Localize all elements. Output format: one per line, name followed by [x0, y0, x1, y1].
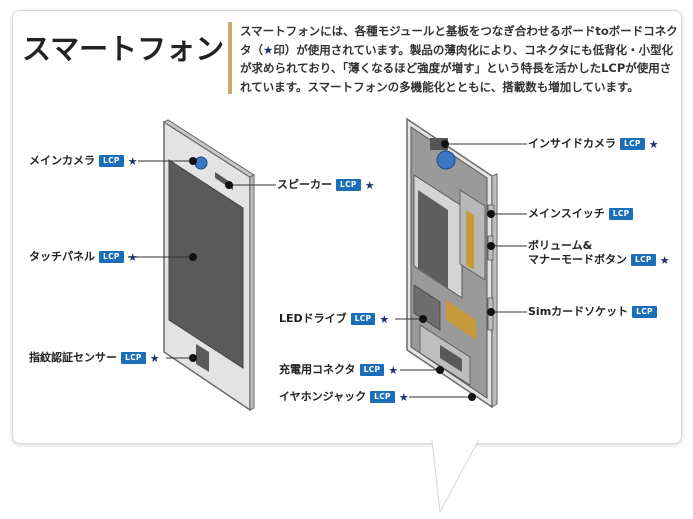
title-divider [228, 22, 232, 94]
lcp-badge: LCP [370, 391, 395, 403]
label-main-switch: メインスイッチ LCP [528, 207, 634, 221]
leader-lines [128, 143, 527, 398]
star-icon: ★ [388, 363, 399, 377]
lcp-badge: LCP [336, 179, 361, 191]
marker-dots [189, 140, 495, 401]
description-text: スマートフォンには、各種モジュールと基板をつなぎ合わせるボードtoボードコネクタ… [240, 24, 678, 94]
label-earphone-jack: イヤホンジャック LCP ★ [279, 390, 409, 404]
lcp-badge: LCP [121, 352, 146, 364]
lcp-badge: LCP [608, 208, 634, 220]
label-led-driver: LEDドライブ LCP ★ [279, 312, 390, 326]
star-icon: ★ [648, 137, 659, 151]
label-speaker: スピーカー LCP ★ [277, 178, 375, 192]
label-volume-manner-button: ボリューム& マナーモードボタン LCP ★ [528, 239, 670, 267]
lcp-badge: LCP [99, 251, 124, 263]
label-main-camera: メインカメラ LCP ★ [29, 154, 138, 168]
lcp-badge: LCP [359, 364, 385, 376]
star-icon: ★ [149, 351, 160, 365]
star-icon: ★ [127, 154, 138, 168]
lcp-badge: LCP [631, 254, 656, 266]
label-fingerprint-sensor: 指紋認証センサー LCP ★ [29, 351, 160, 365]
star-icon: ★ [263, 42, 274, 57]
lcp-badge: LCP [620, 138, 645, 150]
lcp-badge: LCP [350, 313, 376, 325]
page-title: スマートフォン [22, 32, 225, 66]
lcp-badge: LCP [632, 306, 657, 318]
star-icon: ★ [379, 312, 390, 326]
speech-bubble-panel [12, 10, 682, 444]
star-icon: ★ [398, 390, 409, 404]
lcp-badge: LCP [99, 155, 124, 167]
label-charging-connector: 充電用コネクタ LCP ★ [279, 363, 399, 377]
label-inside-camera: インサイドカメラ LCP ★ [528, 137, 659, 151]
open-phone [406, 117, 498, 409]
star-icon: ★ [659, 253, 670, 267]
label-sim-card-socket: Simカードソケット LCP [528, 305, 657, 319]
star-icon: ★ [127, 250, 138, 264]
star-icon: ★ [364, 178, 375, 192]
label-touch-panel: タッチパネル LCP ★ [29, 250, 138, 264]
front-phone [162, 119, 256, 412]
